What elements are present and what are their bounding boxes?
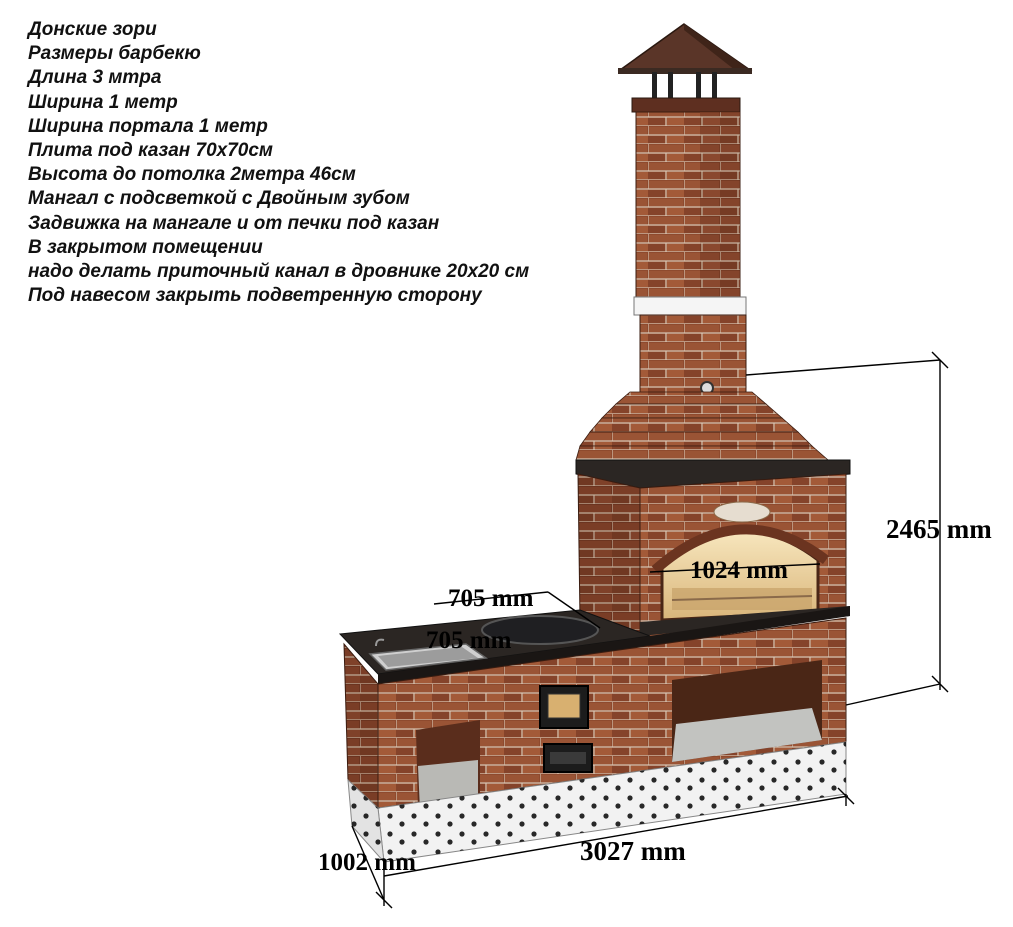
- dim-length-label: 3027 mm: [580, 836, 686, 866]
- chimney: [575, 23, 830, 461]
- ash-door: [543, 743, 593, 773]
- note-line: Плита под казан 70х70см: [28, 140, 273, 162]
- note-line: Мангал с подсветкой с Двойным зубом: [28, 188, 410, 210]
- note-line: Ширина 1 метр: [28, 91, 178, 113]
- dim-plate-width-label: 705 mm: [426, 627, 512, 654]
- note-line: Под навесом закрыть подветренную сторону: [28, 285, 482, 307]
- foundation: [347, 741, 847, 864]
- note-title: Донские зори: [28, 19, 157, 40]
- description-notes: Донские зори Размеры барбекю Длина 3 мтр…: [28, 18, 529, 308]
- note-line: Высота до потолка 2метра 46см: [28, 164, 356, 186]
- chimney-band: [633, 296, 747, 316]
- kazan-plate: [481, 615, 599, 645]
- dim-plate-depth-label: 705 mm: [448, 585, 534, 612]
- note-line: В закрытом помещении: [28, 236, 263, 258]
- dimension-lines: [351, 351, 949, 909]
- dim-width-label: 1002 mm: [318, 849, 416, 876]
- chimney-shaft-lower: [639, 314, 747, 396]
- oven-door: [539, 685, 589, 729]
- dim-height-label: 2465 mm: [886, 514, 992, 544]
- base-counter: [338, 606, 850, 832]
- dim-portal-label: 1024 mm: [690, 557, 788, 584]
- note-line: Размеры барбекю: [28, 43, 201, 65]
- note-line: Задвижка на мангале и от печки под казан: [28, 212, 440, 234]
- note-line: Длина 3 мтра: [28, 67, 162, 89]
- note-line: надо делать приточный канал в дровнике 2…: [28, 261, 530, 283]
- note-line: Ширина портала 1 метр: [28, 115, 268, 137]
